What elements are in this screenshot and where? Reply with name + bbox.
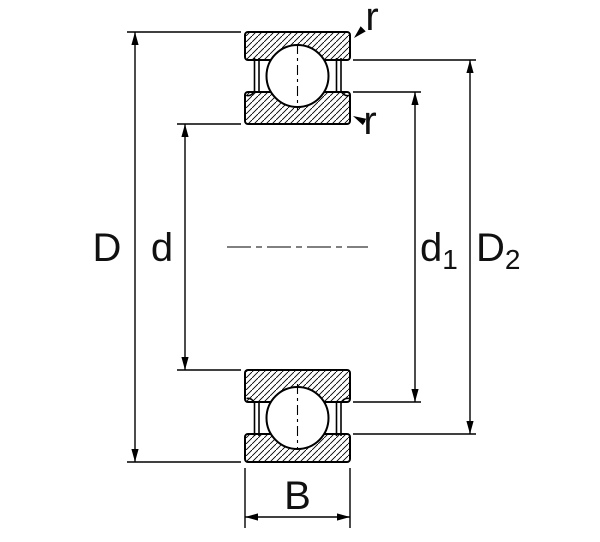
arrow-B-right: [337, 513, 350, 521]
dimension-d: [177, 123, 241, 371]
arrow-r-top: [354, 26, 366, 38]
dimension-B: [244, 468, 351, 528]
dimension-D2: [353, 59, 476, 435]
dimension-d1: [353, 91, 421, 403]
dimension-lines: [127, 28, 476, 528]
label-r-bottom: r: [363, 99, 376, 143]
shield-top-right: [335, 58, 350, 97]
shield-bottom-right: [335, 397, 350, 436]
arrow-D-top: [131, 32, 139, 45]
arrow-d1-bottom: [411, 389, 419, 402]
label-outer-diameter-D: D: [93, 226, 122, 270]
label-D2-sub: 2: [505, 244, 521, 275]
arrow-D2-bottom: [466, 421, 474, 434]
label-d1: d1: [420, 226, 458, 275]
shield-top-left: [246, 58, 260, 97]
dimension-labels: D d d1 D2 r r B: [93, 0, 521, 518]
dimension-D: [127, 31, 241, 463]
dimension-arrowheads: [131, 26, 474, 521]
arrow-d-top: [181, 124, 189, 137]
label-D2: D2: [476, 226, 520, 275]
label-d1-base: d: [420, 226, 442, 270]
label-D2-base: D: [476, 226, 505, 270]
arrow-d1-top: [411, 92, 419, 105]
arrow-D2-top: [466, 60, 474, 73]
label-r-top: r: [365, 0, 378, 39]
arrow-D-bottom: [131, 449, 139, 462]
arrow-r-bottom: [353, 116, 367, 126]
label-width-B: B: [284, 474, 311, 518]
arrow-B-left: [245, 513, 258, 521]
label-bore-diameter-d: d: [151, 226, 173, 270]
ball-bottom: [265, 386, 330, 450]
arrow-d-bottom: [181, 357, 189, 370]
bearing-cross-section: [227, 31, 368, 463]
shield-bottom-left: [246, 397, 260, 436]
ball-top: [265, 44, 330, 108]
label-d1-sub: 1: [442, 244, 458, 275]
